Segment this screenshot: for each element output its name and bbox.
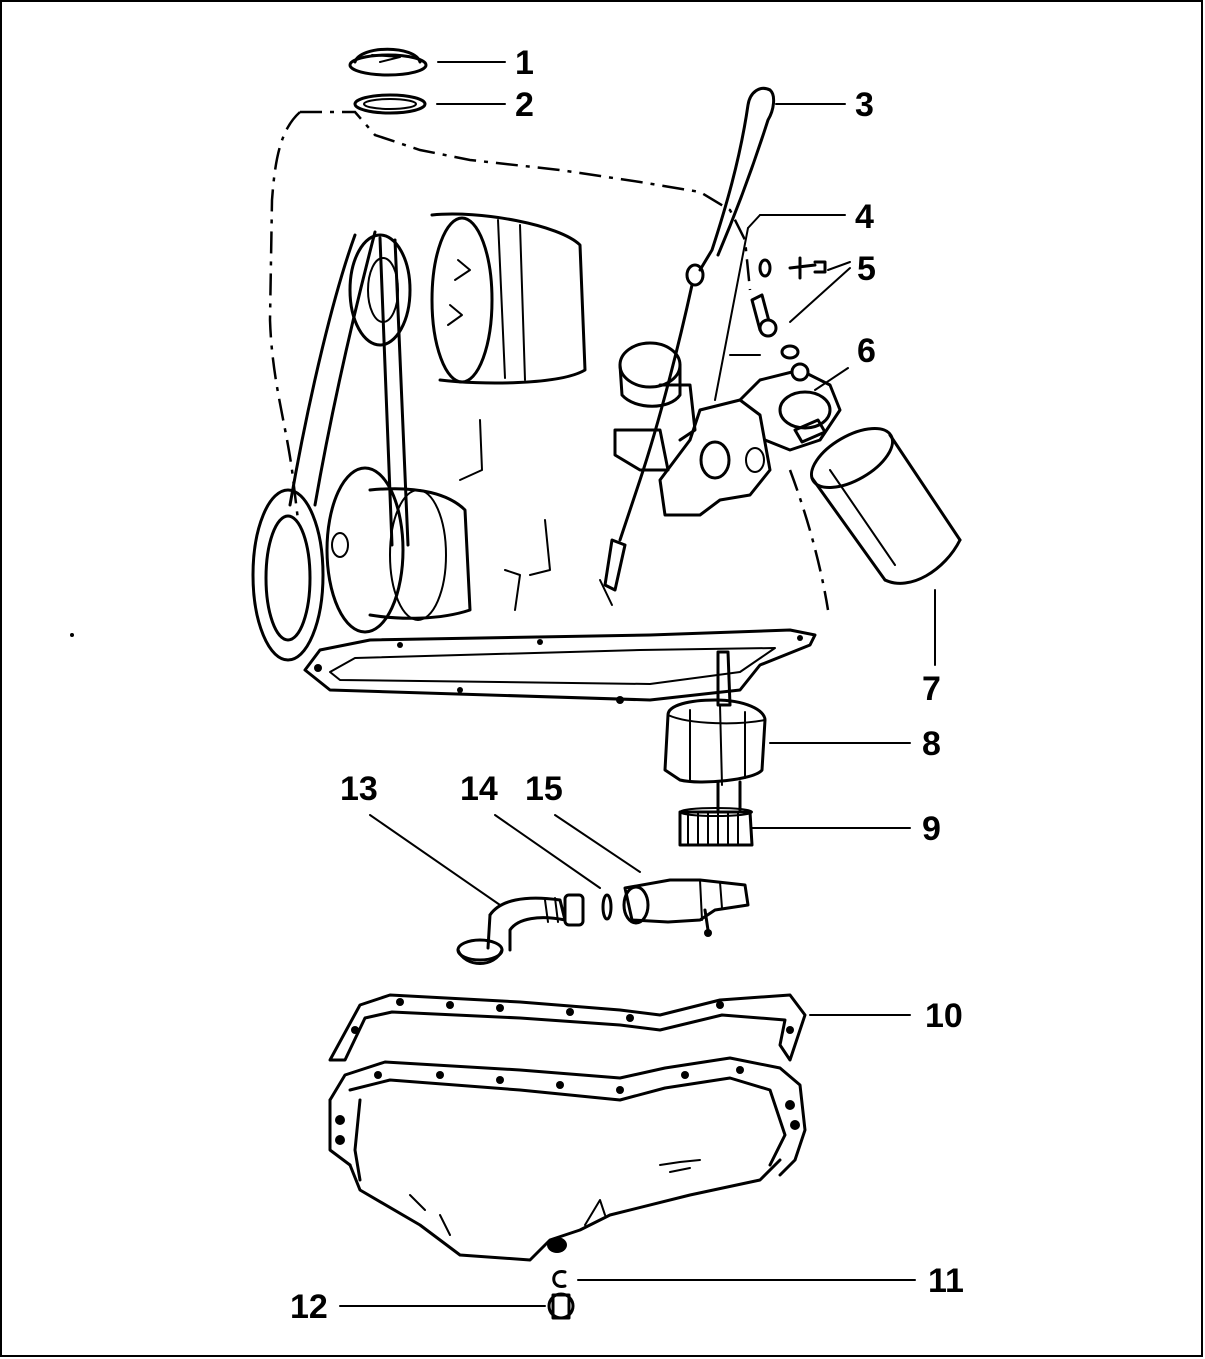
oil-pump [663, 650, 767, 812]
oil-pan [328, 1056, 807, 1262]
label-13: 13 [340, 770, 378, 808]
callout-labels: 1 2 3 4 5 6 7 8 9 10 11 12 13 14 15 [290, 44, 964, 1326]
drain-plug [547, 1292, 575, 1320]
label-6: 6 [857, 332, 876, 370]
oil-filler-cap [348, 47, 428, 77]
block-lower-flange [303, 628, 817, 704]
stray-dot [70, 633, 74, 637]
oil-pickup-tube [456, 893, 585, 965]
seal-ring [601, 893, 613, 921]
oil-pan-gasket [328, 993, 807, 1062]
filler-cap-gasket [353, 93, 427, 115]
label-15: 15 [525, 770, 563, 808]
drain-washer [552, 1270, 567, 1288]
drive-belt-assembly [251, 212, 587, 662]
leader-lines [339, 61, 936, 1307]
label-11: 11 [928, 1262, 964, 1300]
pickup-elbow [622, 878, 750, 937]
label-4: 4 [855, 198, 874, 236]
label-12: 12 [290, 1288, 328, 1326]
engine-block-outline [268, 110, 830, 611]
label-8: 8 [922, 725, 941, 763]
label-3: 3 [855, 86, 874, 124]
label-10: 10 [925, 997, 963, 1035]
label-9: 9 [922, 810, 941, 848]
label-2: 2 [515, 86, 534, 124]
label-7: 7 [922, 670, 941, 708]
label-14: 14 [460, 770, 498, 808]
label-5: 5 [857, 250, 876, 288]
oil-filter-housing [613, 214, 842, 517]
oil-dipstick [599, 86, 776, 606]
oil-pump-gear [678, 807, 754, 847]
label-1: 1 [515, 44, 534, 82]
oil-filter-cartridge [810, 427, 962, 585]
